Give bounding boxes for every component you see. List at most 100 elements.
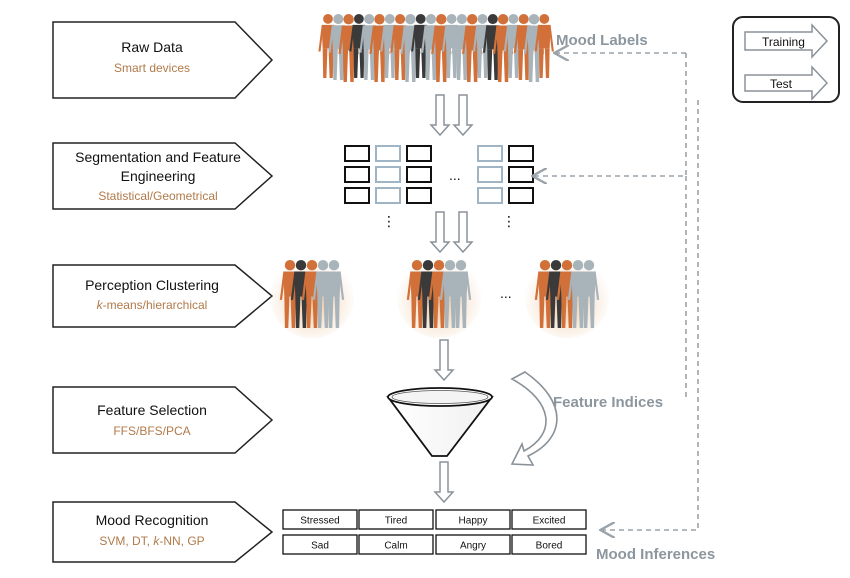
segment-cell [508,166,534,183]
segment-cell [477,187,503,204]
mood-cell: Bored [511,534,587,555]
down-arrow-icon [433,461,455,504]
mood-label: Happy [459,516,488,527]
cluster-1 [270,258,354,338]
stage-clustering-subtitle-k: k [97,298,104,312]
feature-indices-curved-arrow [510,371,558,466]
mood-cell: Sad [282,534,358,555]
mood-labels-label: Mood Labels [556,32,648,49]
segment-cell [477,166,503,183]
cluster-2 [397,258,481,338]
stage-clustering-title: Perception Clustering [85,277,219,293]
stage-mood-recognition-title: Mood Recognition [96,512,209,528]
raw-data-figures [318,13,554,82]
stage-feature-selection-title: Feature Selection [97,402,207,418]
stage-feature-selection: Feature Selection FFS/BFS/PCA [52,386,274,454]
down-arrow-icon [452,94,474,137]
legend-test-label: Test [770,77,793,91]
mood-label: Sad [311,541,329,552]
legend-training-label: Training [762,35,805,49]
mood-cell-box [511,534,587,555]
stage-feature-selection-subtitle: FFS/BFS/PCA [113,424,190,438]
down-arrow-icon [433,339,455,382]
mood-label: Tired [385,516,407,527]
mood-cell: Stressed [282,509,358,530]
segment-cell [477,145,503,162]
segmentation-vertical-ellipsis-left: ⋮ [382,213,396,229]
stage-segmentation-title-line1: Segmentation and Feature [75,149,241,165]
flow-arrows-1 [429,94,474,137]
cluster-person-figure [323,260,345,328]
segmentation-vertical-ellipsis-right: ⋮ [502,213,516,229]
segmentation-ellipsis: ... [449,167,461,183]
perception-clusters [270,258,609,338]
stage-segmentation-title-line2: Engineering [121,168,196,184]
clusters-ellipsis: ... [500,285,512,301]
person-figure [349,13,369,78]
stage-mood-recognition: Mood Recognition SVM, DT, k-NN, GP [52,501,274,563]
stage-mood-recognition-subtitle-k: k [153,534,160,548]
segment-cell [508,187,534,204]
segment-cell [406,166,432,183]
person-figure [380,13,400,78]
mood-label: Excited [533,516,566,527]
mood-cell-box [435,534,511,555]
cluster-person-figure [301,260,323,328]
segment-cell [375,166,401,183]
down-arrow-icon [429,211,451,254]
segment-cell [375,145,401,162]
mood-cell: Happy [435,509,511,530]
test-arrow-icon [744,65,829,101]
person-figure [534,13,554,78]
cluster-3 [525,258,609,338]
mood-cell-box [358,534,434,555]
mood-cell-box [282,534,358,555]
stage-mood-recognition-subtitle-a: SVM, DT, [99,534,153,548]
training-arrow-icon [744,23,829,59]
legend: Training Test [732,16,840,103]
mood-cell: Excited [511,509,587,530]
mood-label: Stressed [300,516,339,527]
mood-label: Calm [384,541,407,552]
dashed-feedback-lines [534,53,699,530]
mood-cell-box [511,509,587,530]
stage-raw-data-subtitle: Smart devices [114,61,190,75]
mood-label: Angry [460,541,486,552]
stage-segmentation: Segmentation and Feature Engineering Sta… [52,142,274,210]
mood-cell: Tired [358,509,434,530]
stage-raw-data-title: Raw Data [121,39,183,55]
mood-inferences-label: Mood Inferences [596,546,715,563]
mood-cell: Calm [358,534,434,555]
cluster-person-figure [450,260,472,328]
stage-raw-data: Raw Data Smart devices [52,21,274,99]
flow-arrows-3 [433,339,455,504]
stage-clustering-subtitle: k-means/hierarchical [97,298,208,312]
mood-cell-box [282,509,358,530]
stage-perception-clustering: Perception Clustering k-means/hierarchic… [52,264,274,328]
segment-cell [406,145,432,162]
segmentation-grid [344,145,534,204]
down-arrow-icon [429,94,451,137]
segment-cell [344,187,370,204]
segment-cell [508,145,534,162]
segmentation-dashed-arrow [534,53,687,176]
cluster-person-figure [279,260,301,328]
segment-cell [375,187,401,204]
stage-mood-recognition-subtitle-b: -NN, GP [159,534,204,548]
segment-cell [406,187,432,204]
feature-indices-label: Feature Indices [553,394,663,411]
down-arrow-icon [452,211,474,254]
mood-label: Bored [536,541,563,552]
mood-cell-box [435,509,511,530]
stage-mood-recognition-subtitle: SVM, DT, k-NN, GP [99,534,204,548]
mood-cell: Angry [435,534,511,555]
segment-cell [344,166,370,183]
cluster-person-figure [578,260,600,328]
flow-arrows-2 [429,211,474,254]
cluster-person-figure [290,260,312,328]
stage-clustering-subtitle-rest: -means/hierarchical [103,298,208,312]
mood-inferences-dashed-arrow [602,100,699,530]
funnel-icon [386,387,494,457]
